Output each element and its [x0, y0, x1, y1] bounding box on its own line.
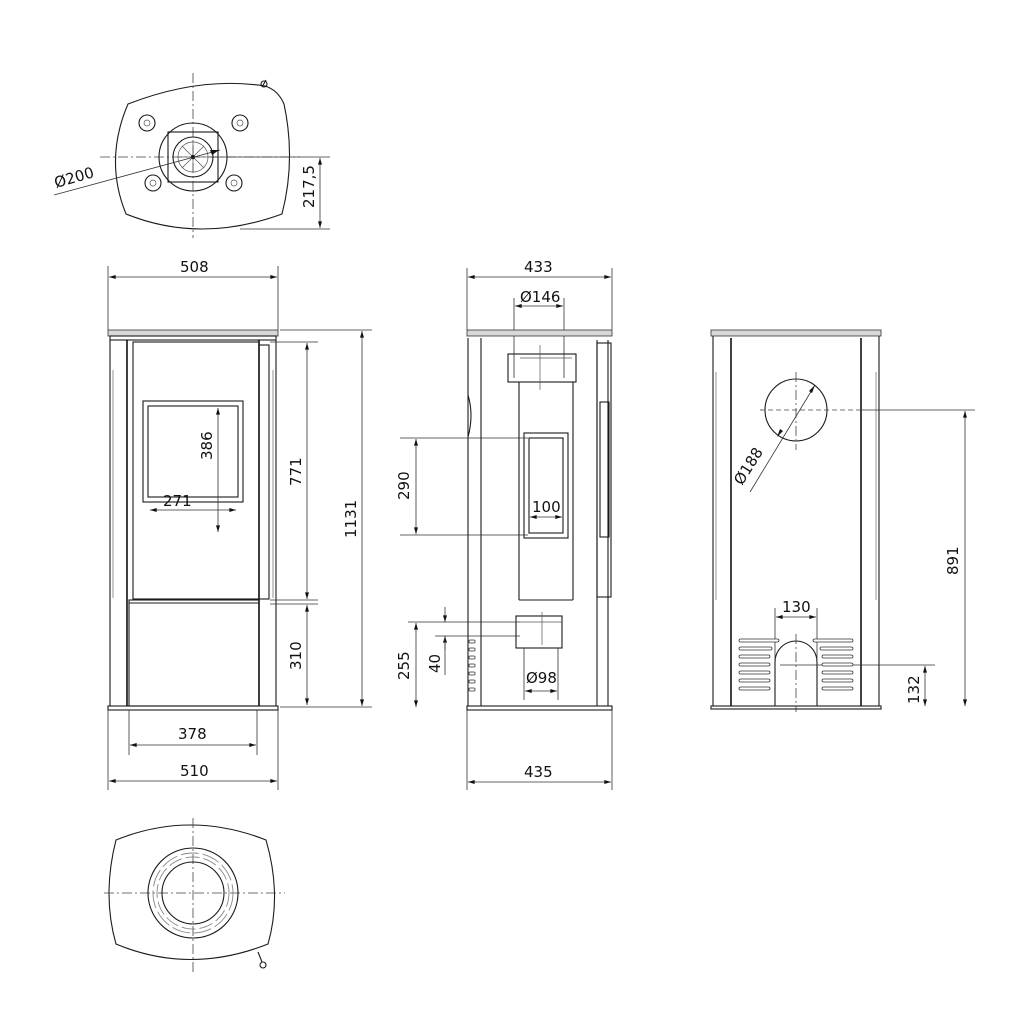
top-view: Ø200 217,5	[52, 73, 330, 238]
dim-rear-opening-height: 132	[905, 675, 923, 704]
dim-window-width: 271	[163, 492, 192, 510]
door-window-frame	[142, 400, 244, 503]
dim-rear-opening-width: 130	[782, 598, 811, 616]
side-base-plate	[466, 705, 613, 711]
top-outlet-collar	[507, 353, 577, 383]
rear-view: Ø188 891 130 132	[710, 329, 975, 712]
dim-side-window-height: 290	[395, 471, 413, 500]
dim-rear-outlet-diameter: Ø188	[730, 444, 767, 488]
door-window	[147, 405, 239, 498]
dim-top-width: 508	[180, 258, 209, 276]
dim-flue-diameter: Ø200	[52, 163, 96, 191]
bottom-view-outline	[108, 824, 276, 960]
dim-flue-offset: 217,5	[300, 165, 318, 208]
dim-air-inlet-height: 255	[395, 651, 413, 680]
dim-side-window-width: 100	[532, 498, 561, 516]
air-inlet-collar	[515, 615, 563, 649]
mounting-fixtures	[138, 114, 249, 192]
dim-air-inlet-offset: 40	[426, 654, 444, 673]
bottom-view	[104, 818, 285, 972]
handle-knob-icon	[260, 80, 268, 88]
dim-base-width: 510	[180, 762, 209, 780]
side-top-plate	[466, 329, 613, 337]
dim-inner-width: 378	[178, 725, 207, 743]
dim-total-height: 1131	[342, 500, 360, 538]
top-view-outline	[114, 82, 291, 230]
dim-depth-base: 435	[524, 763, 553, 781]
rear-vents	[738, 638, 854, 691]
side-window	[528, 437, 564, 534]
rear-top-plate	[710, 329, 882, 337]
front-view: 508 386 271 771 310	[107, 258, 372, 790]
door-hinge	[258, 344, 270, 600]
dim-rear-outlet-height: 891	[944, 546, 962, 575]
dim-depth-top: 433	[524, 258, 553, 276]
dim-door-height: 771	[287, 457, 305, 486]
dim-lower-panel-height: 310	[287, 641, 305, 670]
rear-base-plate	[710, 705, 882, 710]
dim-top-outlet-diameter: Ø146	[520, 288, 560, 306]
base-plate	[107, 705, 279, 711]
bottom-ring-outer	[147, 847, 239, 939]
lower-panel	[128, 599, 260, 707]
side-window-frame	[523, 432, 569, 539]
side-vents	[468, 639, 476, 692]
handle-knob-icon	[259, 961, 267, 969]
door	[132, 341, 260, 600]
side-panel-edge	[596, 342, 612, 598]
top-plate	[107, 329, 279, 337]
side-view: 433 Ø146 100 290	[395, 258, 613, 790]
dim-window-height: 386	[198, 431, 216, 460]
dim-air-inlet-diameter: Ø98	[526, 669, 557, 687]
bottom-ring-inner	[161, 861, 225, 925]
